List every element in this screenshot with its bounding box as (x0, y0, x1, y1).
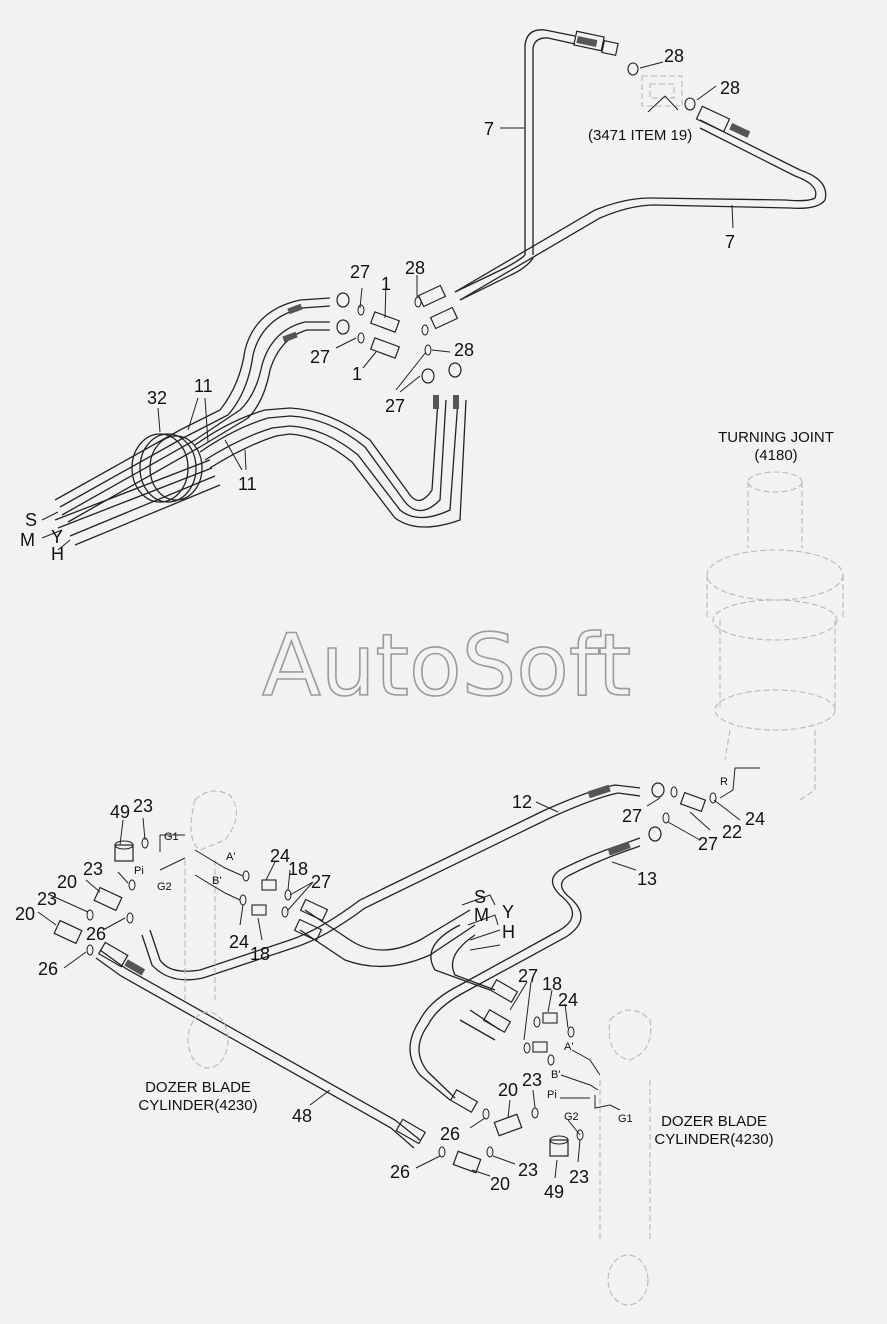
label-connector-1: 1 (381, 274, 391, 294)
label-hose-48: 48 (292, 1106, 312, 1126)
label-port-y: Y (502, 902, 514, 922)
label-port-a: A' (564, 1041, 573, 1053)
label-oring-24: 24 (270, 846, 290, 866)
label-elbow-20: 20 (15, 904, 35, 924)
watermark: AutoSoft (262, 616, 631, 716)
label-oring-23: 23 (569, 1167, 589, 1187)
label-elbow-20: 20 (498, 1080, 518, 1100)
label-oring-27: 27 (350, 262, 370, 282)
label-clamp-32: 32 (147, 388, 167, 408)
label-port-h: H (51, 544, 64, 564)
label-cylinder-left-line1: DOZER BLADE (145, 1079, 251, 1096)
label-oring-28: 28 (664, 46, 684, 66)
label-oring-27: 27 (310, 347, 330, 367)
label-conn-18: 18 (288, 859, 308, 879)
top-hose-group (54, 29, 827, 546)
label-port-m: M (20, 530, 35, 550)
label-cylinder-left-line2: CYLINDER(4230) (138, 1097, 257, 1114)
label-conn-18: 18 (542, 974, 562, 994)
label-port-g2: G2 (564, 1111, 579, 1123)
label-oring-24: 24 (229, 932, 249, 952)
label-oring-27: 27 (622, 806, 642, 826)
label-oring-26: 26 (86, 924, 106, 944)
label-hose-7: 7 (725, 232, 735, 252)
label-plug-49: 49 (110, 802, 130, 822)
label-port-b: B' (551, 1069, 560, 1081)
label-oring-27: 27 (698, 834, 718, 854)
label-oring-27: 27 (311, 872, 331, 892)
label-port-y: Y (51, 527, 63, 547)
label-port-pi: Pi (134, 865, 144, 877)
bottom-hose-group (53, 782, 717, 1306)
label-port-g2: G2 (157, 881, 172, 893)
bottom-labels: 12 27 R 24 22 27 13 49 23 G1 Pi G2 A' B'… (15, 776, 774, 1202)
label-oring-27: 27 (385, 396, 405, 416)
label-oring-23: 23 (518, 1160, 538, 1180)
label-oring-28: 28 (454, 340, 474, 360)
label-oring-26: 26 (38, 959, 58, 979)
turning-joint-labels: TURNING JOINT (4180) (718, 429, 834, 464)
label-ref-3471: (3471 ITEM 19) (588, 127, 692, 144)
label-port-s: S (25, 510, 37, 530)
label-oring-28: 28 (720, 78, 740, 98)
label-port-b: B' (212, 875, 221, 887)
label-port-g1: G1 (618, 1113, 633, 1125)
label-oring-26: 26 (390, 1162, 410, 1182)
label-oring-24: 24 (745, 809, 765, 829)
turning-joint-ghost (706, 471, 844, 801)
label-hose-11: 11 (238, 474, 257, 494)
label-tee-22: 22 (722, 822, 742, 842)
label-oring-24: 24 (558, 990, 578, 1010)
label-port-pi: Pi (547, 1089, 557, 1101)
label-oring-23: 23 (83, 859, 103, 879)
label-oring-23: 23 (522, 1070, 542, 1090)
label-cylinder-right-line2: CYLINDER(4230) (654, 1131, 773, 1148)
label-oring-28: 28 (405, 258, 425, 278)
label-connector-1: 1 (352, 364, 362, 384)
label-oring-23: 23 (133, 796, 153, 816)
leader-lines (37, 61, 760, 1179)
turning-joint-title: TURNING JOINT (718, 429, 834, 446)
turning-joint-ref: (4180) (754, 447, 797, 464)
label-oring-26: 26 (440, 1124, 460, 1144)
label-port-m: M (474, 905, 489, 925)
label-oring-27: 27 (518, 966, 538, 986)
label-hose-7: 7 (484, 119, 494, 139)
label-port-s: S (474, 887, 486, 907)
top-labels: 7 7 28 28 (3471 ITEM 19) 27 28 1 27 1 28… (20, 46, 740, 564)
label-port-g1: G1 (164, 831, 179, 843)
label-cylinder-right-line1: DOZER BLADE (661, 1113, 767, 1130)
label-elbow-20: 20 (57, 872, 77, 892)
label-port-h: H (502, 922, 515, 942)
label-hose-13: 13 (637, 869, 657, 889)
label-port-r: R (720, 776, 728, 788)
label-hose-12: 12 (512, 792, 532, 812)
label-port-a: A' (226, 851, 235, 863)
label-conn-18: 18 (250, 944, 270, 964)
label-oring-23: 23 (37, 889, 57, 909)
label-hose-11: 11 (194, 376, 213, 396)
label-plug-49: 49 (544, 1182, 564, 1202)
label-elbow-20: 20 (490, 1174, 510, 1194)
